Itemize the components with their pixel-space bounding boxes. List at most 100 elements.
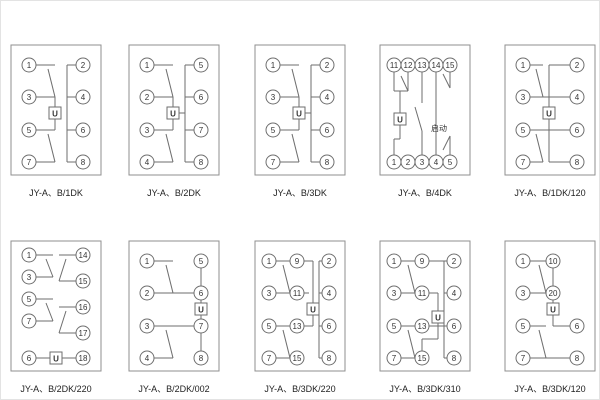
terminal-8 bbox=[569, 154, 585, 170]
terminal-8 bbox=[569, 350, 585, 366]
terminal-number: 4 bbox=[325, 93, 330, 102]
terminal-number: 8 bbox=[199, 354, 204, 363]
terminal-number: 13 bbox=[418, 61, 427, 70]
terminal-5 bbox=[386, 318, 402, 334]
terminal-number: 4 bbox=[452, 289, 457, 298]
terminal-17 bbox=[75, 325, 91, 341]
terminal-number: 5 bbox=[27, 126, 32, 135]
terminal-7 bbox=[265, 154, 281, 170]
terminal-4 bbox=[321, 285, 337, 301]
terminal-7 bbox=[261, 350, 277, 366]
terminal-number: 6 bbox=[27, 354, 32, 363]
terminal-number: 12 bbox=[404, 61, 413, 70]
wires bbox=[530, 260, 570, 359]
terminal-number: 2 bbox=[81, 61, 86, 70]
diagram-border bbox=[254, 44, 346, 176]
terminal-number: 15 bbox=[79, 277, 88, 286]
coil-u-box bbox=[306, 302, 320, 316]
terminal-9 bbox=[414, 253, 430, 269]
terminal-number: 8 bbox=[575, 158, 580, 167]
diagram-border bbox=[128, 44, 220, 176]
terminal-11 bbox=[289, 285, 305, 301]
terminal-number: 4 bbox=[327, 289, 332, 298]
coil-u-label: U bbox=[198, 306, 204, 315]
terminal-number: 7 bbox=[199, 322, 204, 331]
terminal-2 bbox=[319, 57, 335, 73]
terminal-5 bbox=[515, 122, 531, 138]
terminal-number: 10 bbox=[549, 257, 558, 266]
terminal-2 bbox=[446, 253, 462, 269]
terminal-number: 6 bbox=[199, 93, 204, 102]
terminal-1 bbox=[386, 253, 402, 269]
terminal-10 bbox=[545, 253, 561, 269]
wires bbox=[36, 254, 76, 359]
terminal-1 bbox=[261, 253, 277, 269]
diagram-border bbox=[254, 240, 346, 372]
terminal-2 bbox=[139, 285, 155, 301]
terminal-7 bbox=[515, 350, 531, 366]
wires bbox=[401, 260, 447, 359]
terminal-number: 8 bbox=[327, 354, 332, 363]
terminal-number: 3 bbox=[392, 289, 397, 298]
diagram-border bbox=[504, 240, 596, 372]
terminal-number: 2 bbox=[145, 289, 150, 298]
coil-u-box bbox=[166, 106, 180, 120]
coil-u-box bbox=[194, 302, 208, 316]
terminal-number: 15 bbox=[446, 61, 455, 70]
wires bbox=[276, 260, 322, 359]
terminal-5 bbox=[193, 253, 209, 269]
terminal-5 bbox=[21, 291, 37, 307]
terminal-14 bbox=[75, 247, 91, 263]
terminal-7 bbox=[193, 122, 209, 138]
terminal-number: 16 bbox=[79, 303, 88, 312]
coil-u-label: U bbox=[435, 314, 441, 323]
terminal-1 bbox=[139, 57, 155, 73]
terminal-3 bbox=[386, 285, 402, 301]
terminal-number: 1 bbox=[521, 257, 526, 266]
terminal-5 bbox=[442, 154, 458, 170]
terminal-6 bbox=[193, 89, 209, 105]
terminal-number: 13 bbox=[418, 322, 427, 331]
terminal-5 bbox=[21, 122, 37, 138]
terminal-number: 7 bbox=[271, 158, 276, 167]
terminal-number: 11 bbox=[390, 61, 399, 70]
terminal-number: 3 bbox=[420, 158, 425, 167]
coil-u-box bbox=[546, 302, 560, 316]
terminal-15 bbox=[289, 350, 305, 366]
terminal-11 bbox=[414, 285, 430, 301]
terminal-number: 7 bbox=[392, 354, 397, 363]
terminal-3 bbox=[515, 89, 531, 105]
diagram-label: JY-A、B/4DK bbox=[398, 188, 452, 198]
terminal-4 bbox=[569, 89, 585, 105]
terminal-number: 1 bbox=[271, 61, 276, 70]
terminal-number: 7 bbox=[521, 354, 526, 363]
terminal-number: 18 bbox=[79, 354, 88, 363]
annotation-text: 启动 bbox=[431, 123, 447, 133]
terminal-number: 1 bbox=[145, 61, 150, 70]
diagram-border bbox=[504, 44, 596, 176]
terminal-4 bbox=[75, 89, 91, 105]
terminal-2 bbox=[75, 57, 91, 73]
terminal-number: 6 bbox=[81, 126, 86, 135]
terminal-number: 2 bbox=[327, 257, 332, 266]
terminal-number: 2 bbox=[406, 158, 411, 167]
wires bbox=[154, 260, 202, 359]
terminal-2 bbox=[321, 253, 337, 269]
terminal-4 bbox=[139, 154, 155, 170]
terminal-number: 5 bbox=[521, 126, 526, 135]
